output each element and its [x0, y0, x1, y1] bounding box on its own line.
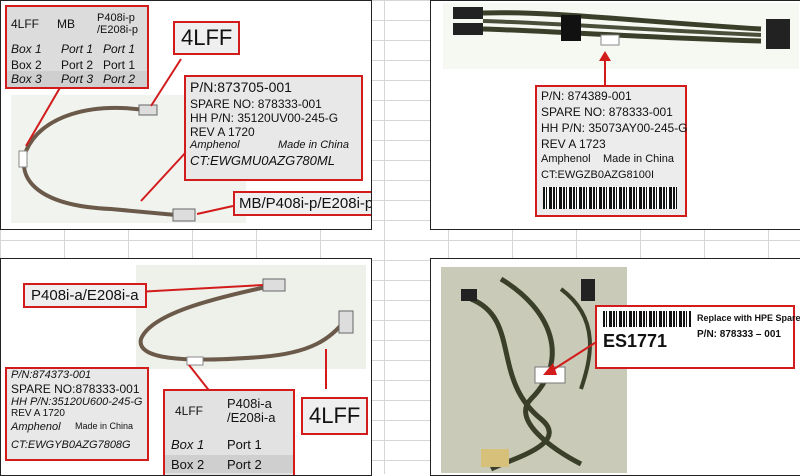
table-header-cell: MB [57, 17, 75, 31]
manufacturer: Amphenol [541, 153, 591, 165]
table-row: Box 3 Port 3 Port 2 [7, 71, 147, 87]
table-row: Box 1 Port 1 Port 1 [7, 41, 147, 57]
revision: REV A 1723 [541, 137, 606, 151]
manufacturer: Amphenol [190, 139, 240, 151]
table-row: Box 2 Port 2 [165, 455, 293, 473]
spare-number: SPARE NO:878333-001 [11, 382, 140, 396]
barcode [543, 187, 677, 209]
panel-bottom-right: ES1771 Replace with HPE Spare P/N: 87833… [430, 258, 800, 476]
part-number: P/N:874373-001 [11, 369, 92, 381]
sticker-part-number: P/N: 878333 – 001 [697, 329, 781, 340]
barcode [603, 311, 691, 327]
part-label: P/N:873705-001 SPARE NO: 878333-001 HH P… [184, 75, 363, 181]
cable-photo [136, 265, 366, 369]
callout-4lff: 4LFF [173, 21, 241, 55]
part-number: P/N: 874389-001 [541, 89, 632, 103]
ct-code: CT:EWGYB0AZG7808G [11, 439, 131, 451]
table-row: Box 1 Port 1 [165, 435, 293, 453]
hh-part-number: HH P/N: 35120UV00-245-G [190, 111, 339, 125]
panel-bottom-left: P408i-a/E208i-a P/N:874373-001 SPARE NO:… [0, 258, 372, 476]
table-cell: Port 2 [227, 456, 262, 472]
table-header-cell: P408i-a /E208i-a [227, 396, 276, 425]
hh-part-number: HH P/N:35120U600-245-G [11, 396, 143, 408]
revision: REV A 1720 [190, 125, 255, 139]
table-cell: Port 2 [61, 58, 94, 72]
table-cell: Port 1 [103, 42, 136, 56]
spare-number: SPARE NO: 878333-001 [541, 105, 673, 119]
callout-p408i-a: P408i-a/E208i-a [23, 283, 147, 308]
table-cell: Port 1 [227, 436, 262, 452]
cable-drawing [18, 58, 234, 222]
table-cell: Port 1 [61, 42, 94, 56]
spare-number: SPARE NO: 878333-001 [190, 97, 322, 111]
table-cell: Port 3 [61, 72, 94, 86]
hh-part-number: HH P/N: 35073AY00-245-G [541, 121, 688, 135]
ct-code: CT:EWGZB0AZG8100I [541, 169, 655, 181]
manufacturer: Amphenol [11, 421, 61, 433]
table-header-cell: P408i-p /E208i-p [97, 12, 138, 36]
origin: Made in China [603, 153, 674, 165]
table-header-row: 4LFF MB P408i-p /E208i-p [7, 9, 147, 39]
callout-mb-p408i-p: MB/P408i-p/E208i-p [233, 191, 371, 216]
panel-top-left: 4LFF MB P408i-p /E208i-p Box 1 Port 1 Po… [0, 0, 372, 230]
table-cell: Box 1 [171, 436, 205, 452]
table-header-cell: 4LFF [175, 404, 204, 418]
hpe-spare-sticker: ES1771 Replace with HPE Spare P/N: 87833… [595, 305, 800, 369]
table-cell: Box 2 [171, 456, 205, 472]
cable-drawing [453, 7, 790, 85]
cable-drawing [118, 278, 354, 394]
part-label: P/N: 874389-001 SPARE NO: 878333-001 HH … [535, 85, 688, 217]
sticker-replace-text: Replace with HPE Spare [697, 313, 800, 323]
part-number: P/N:873705-001 [190, 79, 292, 95]
ct-code: CT:EWGMU0AZG780ML [190, 153, 335, 168]
port-mapping-table: 4LFF MB P408i-p /E208i-p Box 1 Port 1 Po… [5, 5, 149, 89]
panel-top-right: P/N: 874389-001 SPARE NO: 878333-001 HH … [430, 0, 800, 230]
origin: Made in China [75, 421, 134, 431]
table-header-row: 4LFF P408i-a /E208i-a [165, 395, 293, 427]
revision: REV A 1720 [11, 408, 65, 419]
port-mapping-table: 4LFF P408i-a /E208i-a Box 1 Port 1 Box 2… [163, 389, 295, 475]
sticker-code: ES1771 [603, 331, 668, 351]
table-cell: Box 1 [11, 42, 42, 56]
table-cell: Port 2 [103, 72, 136, 86]
part-label: P/N:874373-001 SPARE NO:878333-001 HH P/… [5, 367, 149, 461]
table-cell: Box 2 [11, 58, 42, 72]
table-header-cell: 4LFF [11, 17, 40, 31]
callout-4lff: 4LFF [301, 397, 369, 435]
table-cell: Port 1 [103, 58, 136, 72]
origin: Made in China [278, 139, 349, 151]
cable-drawing [461, 276, 602, 472]
table-cell: Box 3 [11, 72, 42, 86]
table-row: Box 2 Port 2 Port 1 [7, 57, 147, 73]
